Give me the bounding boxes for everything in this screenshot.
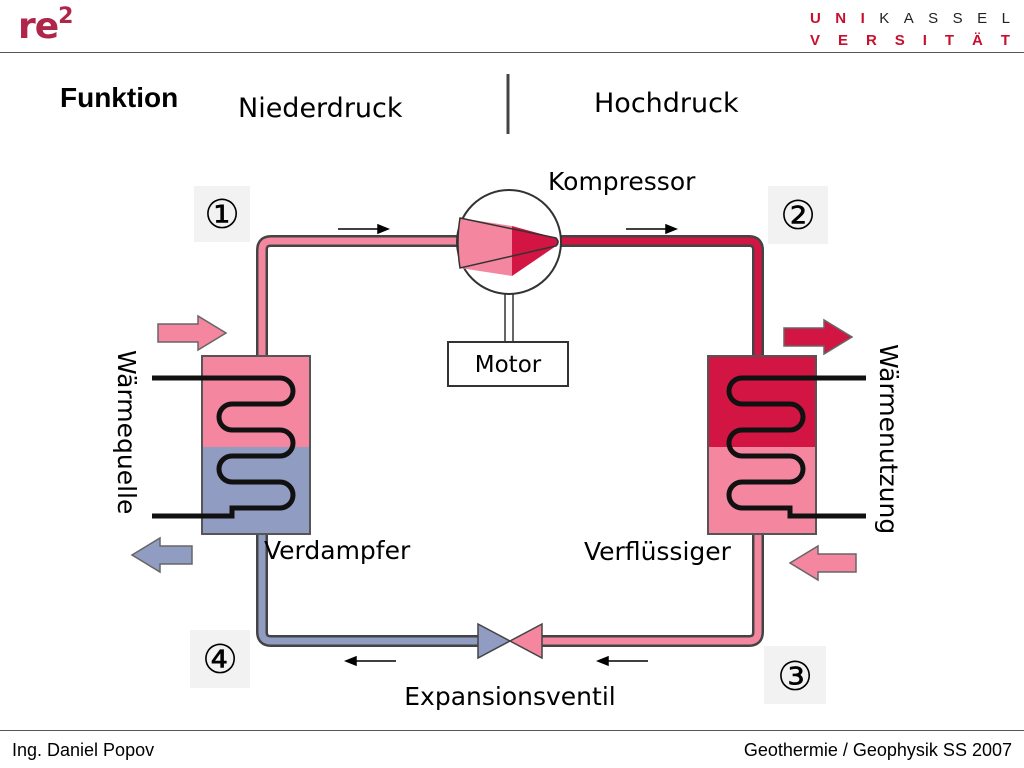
- state-point-label: ③: [777, 654, 813, 700]
- logo-letter: K: [879, 10, 890, 27]
- logo-letter: V: [810, 32, 821, 49]
- flow-arrow-bottom-right: [595, 655, 648, 667]
- pipe-high-pressure-bottom: [540, 534, 764, 647]
- state-point-label: ①: [204, 192, 240, 238]
- logo-letter: I: [860, 10, 865, 27]
- logo-letter: E: [977, 10, 988, 27]
- heat-source-label: Wärmequelle: [112, 350, 141, 514]
- low-pressure-label: Niederdruck: [238, 93, 403, 124]
- logo-letter: R: [865, 32, 877, 49]
- state-point-4: ④: [190, 630, 250, 688]
- university-logo-row-1: U N I K A S S E L: [810, 8, 1010, 30]
- logo-letter: E: [837, 32, 848, 49]
- condenser-icon: [707, 355, 866, 535]
- logo-letter: U: [810, 10, 821, 27]
- pipe-low-pressure-top: [256, 235, 458, 356]
- motor-box: [447, 341, 569, 387]
- heat-out-blue-arrow-icon: [130, 536, 193, 574]
- header-divider: [0, 52, 1024, 53]
- footer-author: Ing. Daniel Popov: [12, 740, 155, 760]
- heat-return-arrow-icon: [788, 544, 857, 582]
- footer-divider: [0, 730, 1024, 731]
- logo-letter: S: [952, 10, 963, 27]
- evaporator-label: Verdampfer: [264, 536, 411, 565]
- state-point-label: ②: [780, 193, 816, 239]
- compressor-icon: [456, 189, 562, 295]
- logo-letter: L: [1001, 10, 1010, 27]
- flow-arrow-top-left: [338, 223, 391, 235]
- slide-title: Funktion: [60, 82, 179, 113]
- compressor-label: Kompressor: [548, 167, 696, 196]
- logo-letter: T: [1000, 32, 1010, 49]
- state-point-2: ②: [768, 186, 828, 244]
- logo-letter: N: [835, 10, 847, 27]
- heat-use-label: Wärmenutzung: [874, 344, 903, 534]
- re2-logo: re2: [18, 4, 74, 47]
- state-point-3: ③: [764, 646, 826, 704]
- state-point-1: ①: [194, 186, 250, 242]
- logo-letter: S: [894, 32, 905, 49]
- logo-letter: Ä: [971, 32, 983, 49]
- logo-letter: I: [922, 32, 927, 49]
- logo-letter: S: [928, 10, 939, 27]
- expansion-valve-icon: [477, 622, 543, 660]
- university-logo-row-2: V E R S I T Ä T: [810, 30, 1010, 52]
- expansion-valve-label: Expansionsventil: [404, 682, 615, 711]
- heat-in-arrow-icon: [157, 314, 228, 352]
- motor-label: Motor: [475, 352, 542, 378]
- condenser-label: Verflüssiger: [584, 537, 732, 566]
- state-point-label: ④: [202, 637, 238, 683]
- logo-text: re: [18, 6, 59, 47]
- pipe-high-pressure-top: [560, 235, 764, 356]
- heat-out-red-arrow-icon: [783, 318, 854, 356]
- logo-letter: T: [944, 32, 954, 49]
- university-logo: U N I K A S S E L V E R S I T Ä T: [810, 8, 1010, 52]
- motor-shaft: [504, 294, 514, 342]
- high-pressure-label: Hochdruck: [594, 88, 739, 119]
- evaporator-icon: [152, 355, 311, 535]
- flow-arrow-top-right: [626, 223, 679, 235]
- logo-letter: A: [903, 10, 914, 27]
- flow-arrow-bottom-left: [343, 655, 396, 667]
- footer-course: Geothermie / Geophysik SS 2007: [743, 740, 1012, 760]
- pipe-low-pressure-bottom: [256, 534, 478, 647]
- logo-superscript: 2: [58, 4, 73, 29]
